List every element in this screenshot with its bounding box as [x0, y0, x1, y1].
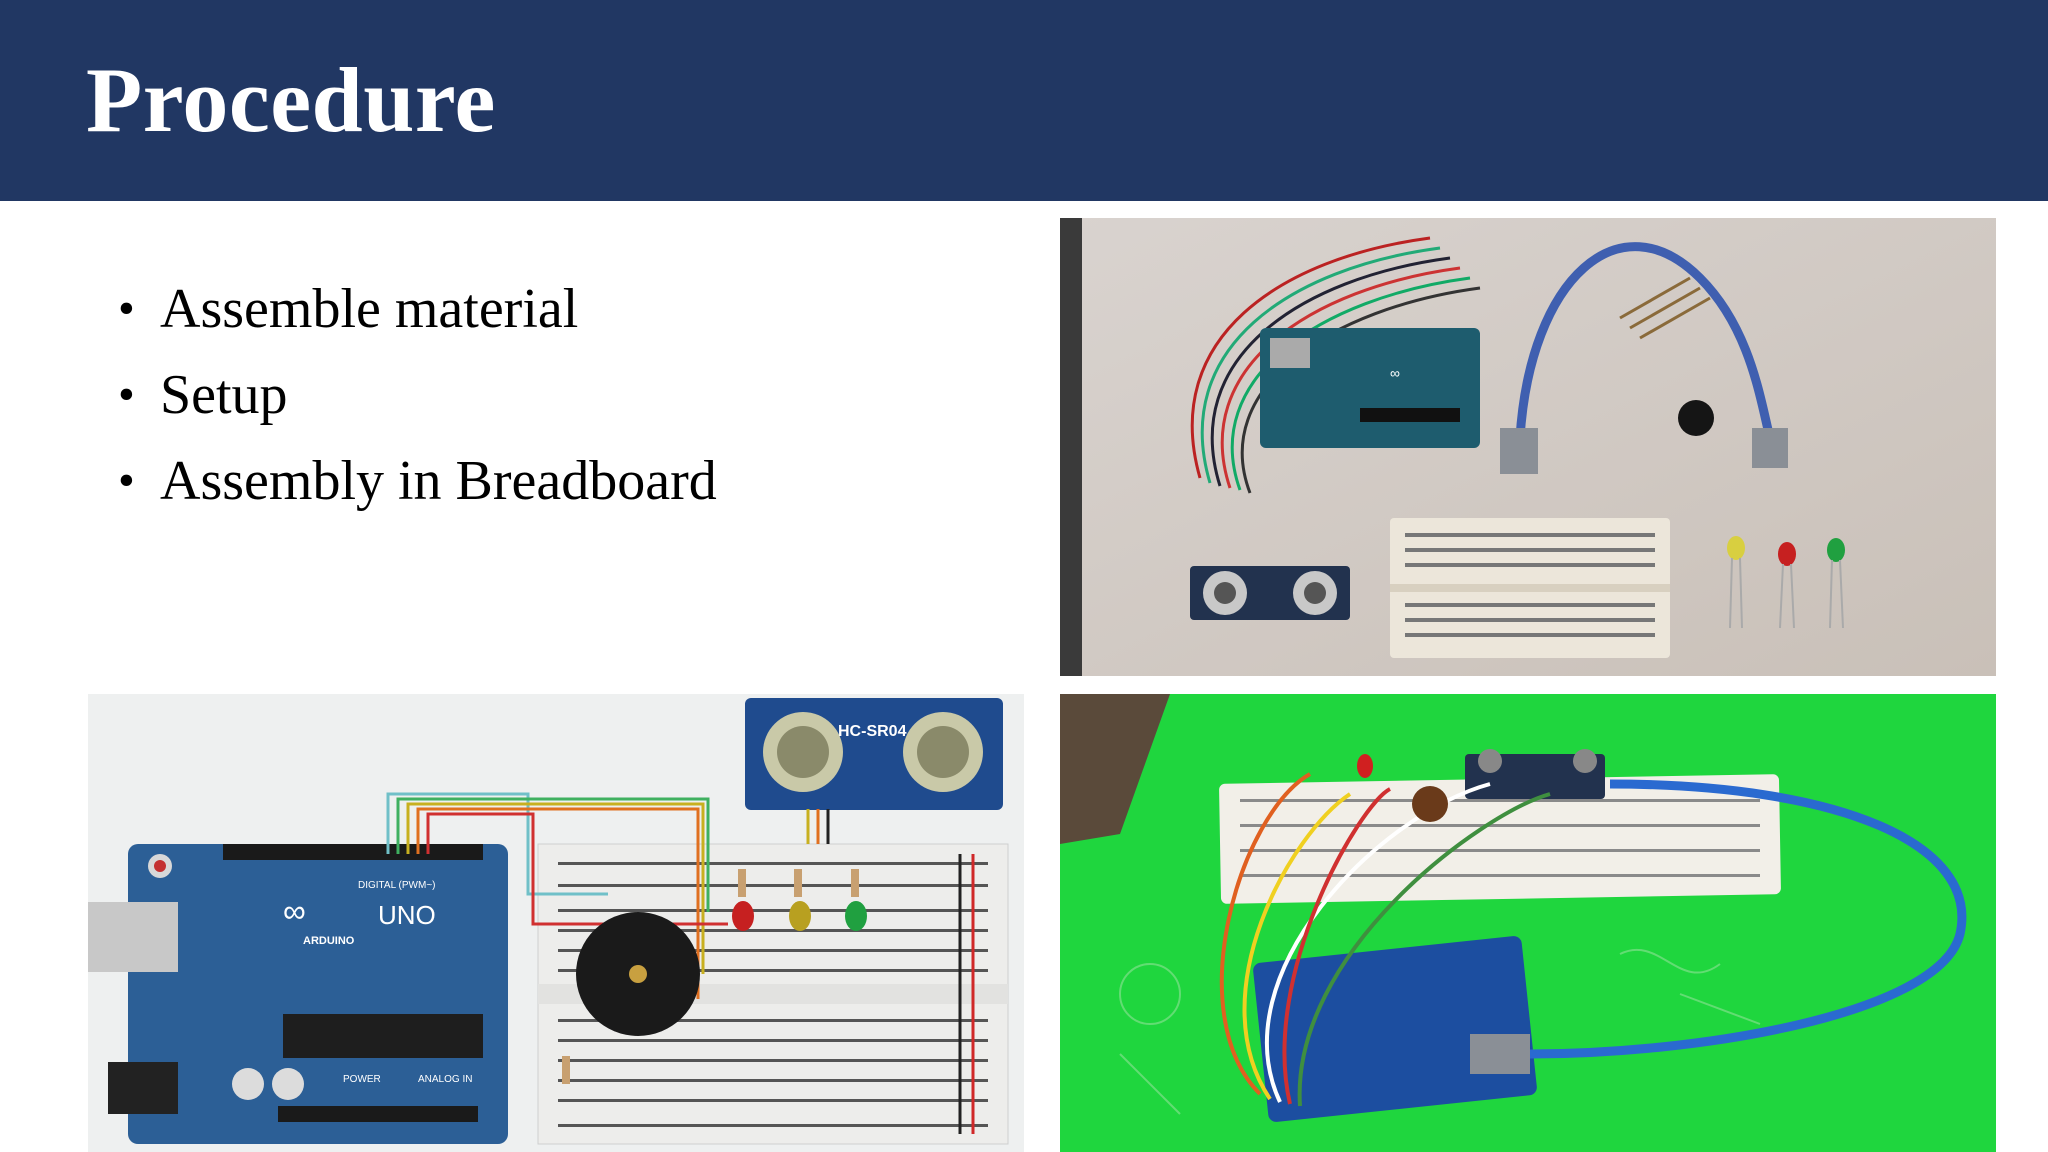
- slide-title: Procedure: [86, 49, 496, 151]
- led-red-icon: [732, 901, 754, 931]
- title-bar: Procedure: [0, 0, 2048, 201]
- sensor-label: HC-SR04: [838, 723, 907, 740]
- materials-photo: ∞: [1060, 218, 1996, 676]
- assembled-photo-illustration: [1060, 694, 1996, 1152]
- bullet-item: • Assembly in Breadboard: [118, 438, 717, 524]
- bullet-icon: •: [118, 368, 135, 421]
- analog-label: ANALOG IN: [418, 1074, 472, 1085]
- bullet-icon: •: [118, 454, 135, 507]
- materials-photo-illustration: ∞: [1060, 218, 1996, 676]
- bullet-text: Setup: [160, 364, 288, 426]
- led-set-icon: [1727, 536, 1845, 629]
- infinity-logo-icon: ∞: [283, 893, 306, 929]
- bullet-text: Assembly in Breadboard: [160, 450, 717, 512]
- buzzer-icon: [576, 912, 700, 1036]
- arduino-board-icon: [1253, 936, 1537, 1122]
- ultrasonic-sensor-icon: [1190, 566, 1350, 620]
- circuit-diagram: HC-SR04 ∞ UNO ARDUINO DIGITAL (PWM~) POW…: [88, 694, 1024, 1152]
- breadboard-icon: [1390, 518, 1670, 658]
- bullet-icon: •: [118, 282, 135, 335]
- bullet-text: Assemble material: [160, 278, 579, 340]
- arduino-board-icon: ∞: [1260, 328, 1480, 448]
- power-label: POWER: [343, 1074, 381, 1085]
- hc-sr04-sensor: HC-SR04: [745, 698, 1003, 810]
- svg-text:∞: ∞: [1390, 365, 1400, 381]
- led-green-icon: [845, 901, 867, 931]
- board-label: UNO: [378, 900, 436, 930]
- led-yellow-icon: [789, 901, 811, 931]
- brand-label: ARDUINO: [303, 935, 355, 947]
- assembled-photo: [1060, 694, 1996, 1152]
- bullet-list: • Assemble material • Setup • Assembly i…: [118, 266, 717, 524]
- bullet-item: • Assemble material: [118, 266, 717, 352]
- bullet-item: • Setup: [118, 352, 717, 438]
- arduino-uno-board: ∞ UNO ARDUINO DIGITAL (PWM~) POWER ANALO…: [88, 844, 508, 1144]
- digital-label: DIGITAL (PWM~): [358, 880, 436, 891]
- circuit-diagram-illustration: HC-SR04 ∞ UNO ARDUINO DIGITAL (PWM~) POW…: [88, 694, 1024, 1152]
